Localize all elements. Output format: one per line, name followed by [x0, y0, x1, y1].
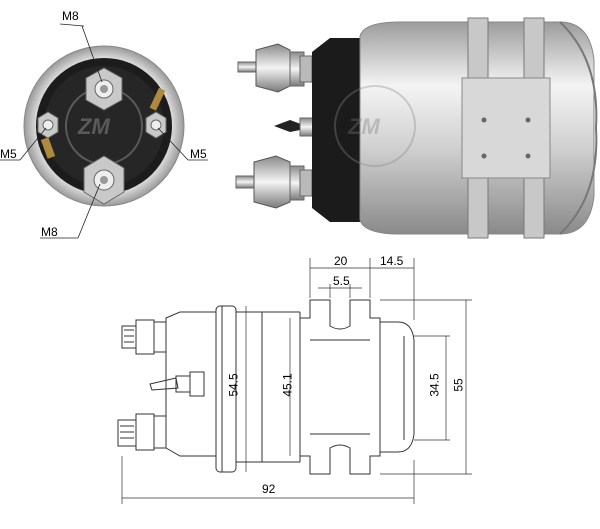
callout-bottom-m8: M8 — [41, 225, 58, 239]
callout-left-m5: M5 — [0, 147, 17, 161]
callout-top-m8: M8 — [62, 9, 79, 23]
drawing-small-terminal — [149, 371, 205, 397]
dim-slot-width: 5.5 — [333, 274, 350, 288]
mounting-bracket — [461, 17, 551, 239]
watermark-logo-side: ZM — [334, 85, 416, 167]
dim-body-diameter: 54.5 — [226, 373, 241, 397]
top-m8-stud — [85, 67, 123, 111]
dim-inner-diameter: 45.1 — [280, 373, 295, 397]
callout-right-m5: M5 — [190, 147, 207, 161]
svg-text:ZM: ZM — [347, 114, 380, 139]
lower-main-terminal — [235, 155, 313, 209]
dim-end-diameter: 34.5 — [427, 373, 442, 397]
bottom-m8-stud — [83, 155, 125, 205]
dim-end-length: 14.5 — [380, 254, 404, 268]
watermark-logo: ZM — [65, 87, 143, 165]
dim-flange-width: 20 — [334, 254, 348, 268]
black-cap — [312, 38, 362, 222]
drawing-cap — [165, 311, 217, 457]
drawing-bracket — [299, 299, 381, 475]
dim-mount-height: 55 — [451, 378, 466, 392]
drawing-lower-terminal — [117, 413, 167, 451]
drawing-body-ring — [215, 305, 237, 473]
drawing-end — [379, 321, 415, 453]
svg-text:ZM: ZM — [77, 114, 110, 139]
upper-main-terminal — [237, 43, 313, 93]
dim-overall-length: 92 — [262, 482, 276, 496]
drawing-upper-terminal — [121, 319, 167, 355]
